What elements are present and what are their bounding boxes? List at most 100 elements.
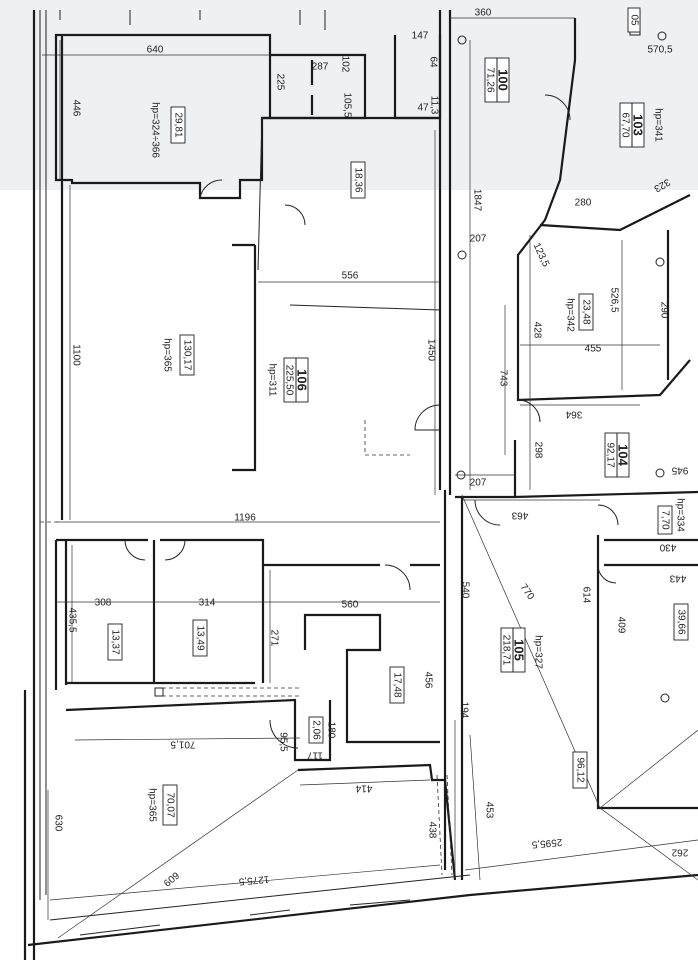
dim: 409 [615,617,626,634]
area-value: 29,81 [172,112,183,137]
dim: 47 [417,103,429,114]
area-value: 70,07 [164,792,175,817]
room-number: 105 [512,639,527,661]
area-box: 39,66 [673,603,689,641]
dim: 95,5 [277,732,288,752]
room-100-label: 100 71,26 [484,57,511,103]
dim: 1275,5 [238,873,270,887]
dim: 630 [52,815,63,832]
dim: 556 [342,271,359,282]
area-value: 18,36 [352,167,363,192]
dim: 194 [458,702,469,719]
area-value: 17,48 [391,672,402,697]
area-box: 13,37 [107,623,123,661]
room-area: 218,71 [500,635,511,666]
room-area: 67,70 [619,112,630,137]
area-box: 96,12 [572,751,588,789]
dim: 770 [518,582,537,602]
area-box: 17,48 [389,666,405,704]
dim: 271 [268,630,279,647]
dim: 2595,5 [531,836,563,850]
columns [456,31,670,703]
area-value: 7,70 [659,510,670,530]
dim: 453 [483,802,494,819]
dim: 443 [669,572,686,583]
dim: 207 [470,478,487,489]
area-value: 13,37 [109,629,120,654]
dim: 123,5 [531,241,552,269]
area-value: 13,49 [194,625,205,650]
dim: 105,5 [341,92,352,117]
dim: 435,5 [66,607,77,632]
room-106-label: 106 225,50 [283,357,310,403]
dim: 314 [199,598,216,609]
walls [23,7,698,960]
dim: 430 [659,541,676,552]
dim: 298 [532,442,543,459]
area-value: 2,06 [310,720,321,740]
room-number: 104 [616,444,631,466]
dimension-lines [40,17,698,939]
dim: 438 [426,822,437,839]
dim: 1196 [234,513,256,524]
room-number: 100 [496,69,511,91]
dim: 1450 [425,339,436,362]
room-height: hp=327 [532,635,543,669]
room-height: hp=341 [652,108,663,142]
area-value: 23,48 [580,299,591,324]
room-area: 92,17 [604,442,615,467]
area-box: 7,70 [657,505,673,535]
height-label: hp=324÷366 [149,102,160,158]
dim: 526,5 [608,287,619,312]
dim: 446 [70,100,81,117]
dim: 540 [459,582,470,599]
room-104-label: 104 92,17 [604,432,631,478]
height-label: hp=342 [564,298,575,332]
dim: 428 [531,322,542,339]
area-box: 23,48 [578,293,594,331]
area-box: 70,07 [162,784,178,826]
dim: 701,5 [170,738,195,749]
dim: 117 [307,749,323,760]
dim: 262 [671,846,688,857]
shaft [154,687,164,697]
dim: 360 [475,8,492,19]
dim: 570,5 [647,45,672,56]
dim: 180 [325,722,336,739]
area-box: 18,36 [350,161,366,199]
dim: 05 [628,14,639,26]
dim: 207 [470,234,487,245]
dim: 1100 [70,344,81,366]
dim: 614 [580,587,591,604]
height-label: hp=334 [674,498,685,532]
height-label: hp=365 [146,788,157,822]
dim: 287 [312,62,329,73]
area-box: 130,17 [179,334,195,376]
doors [124,94,619,749]
dim: 455 [585,344,602,355]
dim: 102 [339,56,350,73]
dim: 225 [274,74,285,91]
dim: 280 [575,198,592,209]
room-105-label: 105 218,71 [500,627,527,673]
area-value: 39,66 [675,609,686,634]
dim: 147 [412,31,429,42]
dim: 414 [355,782,372,793]
dim: 1847 [471,189,482,212]
dim: 364 [565,408,582,419]
dim: 640 [147,45,164,56]
room-area: 225,50 [283,365,294,396]
area-box: 13,49 [192,619,208,657]
dim: 308 [95,598,112,609]
area-value: 96,12 [574,757,585,782]
area-value: 130,17 [181,340,192,371]
room-number: 106 [295,369,310,391]
dim: 11,3 [428,96,439,115]
height-label: hp=365 [161,338,172,372]
dim: 463 [511,509,528,520]
dim: 945 [671,464,688,475]
labels: 100 71,26 103 67,70 hp=341 106 225,50 hp… [52,8,689,890]
dim: 456 [422,672,433,689]
area-box: 29,81 [170,106,186,144]
